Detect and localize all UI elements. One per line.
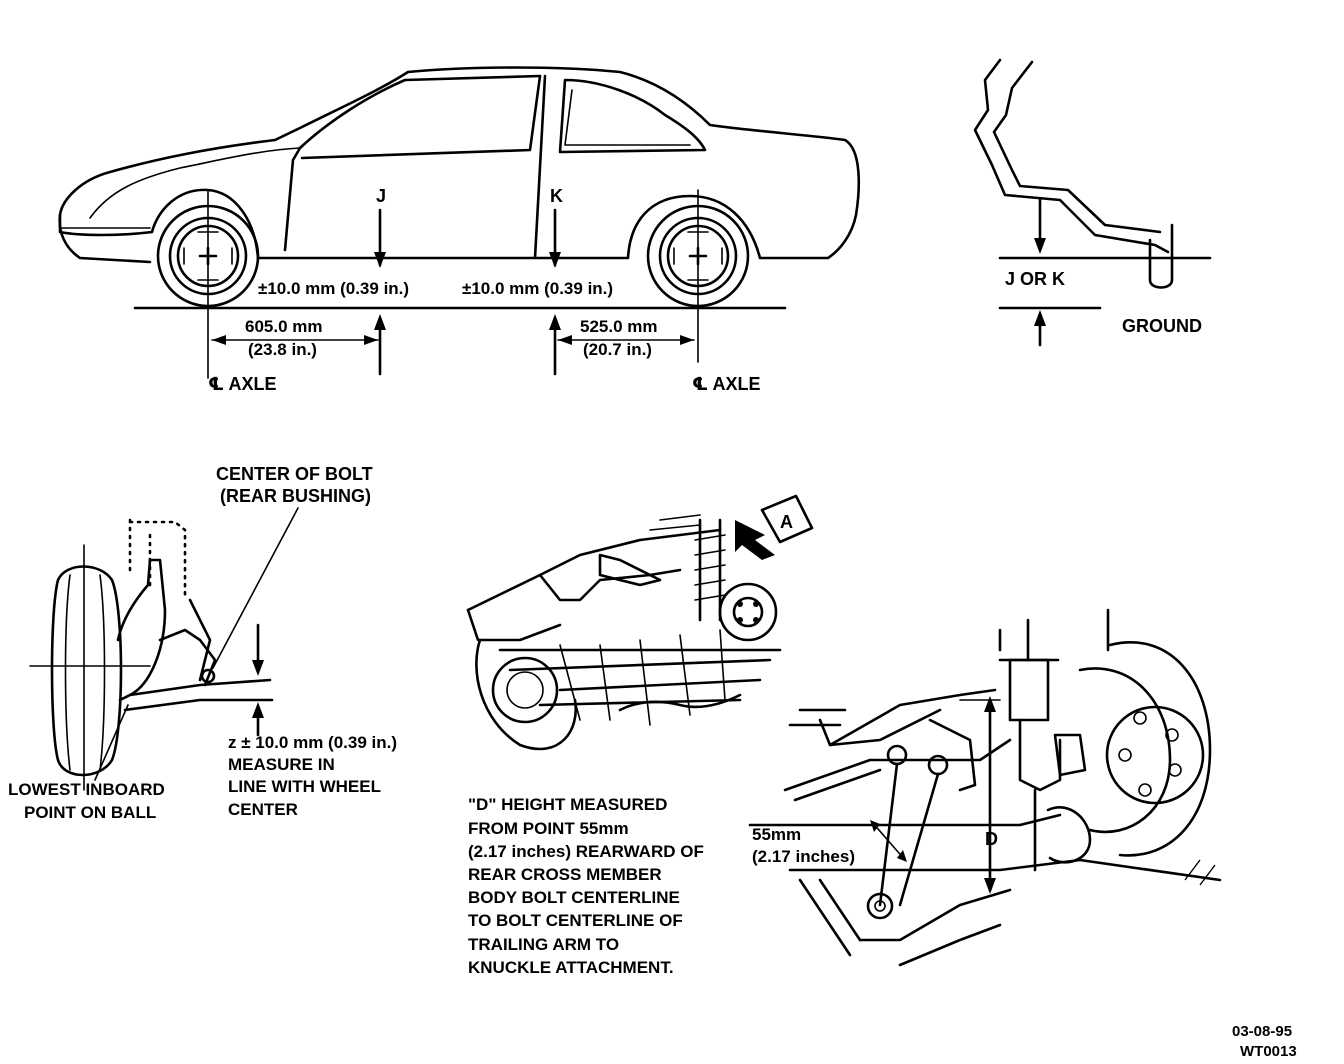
- d-height-note: "D" HEIGHT MEASURED FROM POINT 55mm (2.1…: [468, 795, 704, 977]
- figure-code: WT0013: [1240, 1043, 1297, 1060]
- j-or-k-detail: J OR K GROUND: [973, 58, 1212, 347]
- measure-line2: LINE WITH WHEEL: [228, 777, 381, 796]
- note-line: TRAILING ARM TO: [468, 935, 619, 954]
- d-label: D: [985, 829, 998, 849]
- d-height-closeup: D 55mm (2.17 inches): [748, 608, 1222, 967]
- tolerance-front: ±10.0 mm (0.39 in.): [258, 279, 409, 298]
- rear-dimension-mm: 525.0 mm: [580, 317, 658, 336]
- label-k: K: [550, 186, 563, 206]
- front-axle-label: ℄ AXLE: [208, 374, 276, 394]
- tolerance-rear: ±10.0 mm (0.39 in.): [462, 279, 613, 298]
- front-ball-joint-detail: CENTER OF BOLT (REAR BUSHING) z ± 10.0 m…: [8, 464, 397, 822]
- note-line: TO BOLT CENTERLINE OF: [468, 911, 683, 930]
- arrow-a-label: A: [780, 512, 793, 532]
- z-tolerance: z ± 10.0 mm (0.39 in.): [228, 733, 397, 752]
- rear-axle-label: ℄ AXLE: [692, 374, 760, 394]
- rear-suspension-perspective: A: [466, 494, 814, 751]
- note-line: REAR CROSS MEMBER: [468, 865, 662, 884]
- center-of-bolt-line1: CENTER OF BOLT: [216, 464, 373, 484]
- ground-label: GROUND: [1122, 316, 1202, 336]
- measure-line1: MEASURE IN: [228, 755, 335, 774]
- car-side-view: J K ±10.0 mm (0.39 in.) ±10.0 mm (0.39 i…: [58, 66, 861, 394]
- figure-date: 03-08-95: [1232, 1023, 1292, 1040]
- note-line: BODY BOLT CENTERLINE: [468, 888, 680, 907]
- j-or-k-label: J OR K: [1005, 269, 1065, 289]
- rear-dimension-in: (20.7 in.): [583, 340, 652, 359]
- lowest-inboard-line2: POINT ON BALL: [24, 803, 156, 822]
- front-dimension-mm: 605.0 mm: [245, 317, 323, 336]
- offset-217in: (2.17 inches): [752, 847, 855, 866]
- front-dimension-in: (23.8 in.): [248, 340, 317, 359]
- note-line: KNUCKLE ATTACHMENT.: [468, 958, 674, 977]
- note-line: (2.17 inches) REARWARD OF: [468, 842, 704, 861]
- label-j: J: [376, 186, 386, 206]
- lowest-inboard-line1: LOWEST INBOARD: [8, 780, 165, 799]
- center-of-bolt-line2: (REAR BUSHING): [220, 486, 371, 506]
- note-line: "D" HEIGHT MEASURED: [468, 795, 667, 814]
- measure-line3: CENTER: [228, 800, 298, 819]
- offset-55mm: 55mm: [752, 825, 801, 844]
- note-line: FROM POINT 55mm: [468, 819, 629, 838]
